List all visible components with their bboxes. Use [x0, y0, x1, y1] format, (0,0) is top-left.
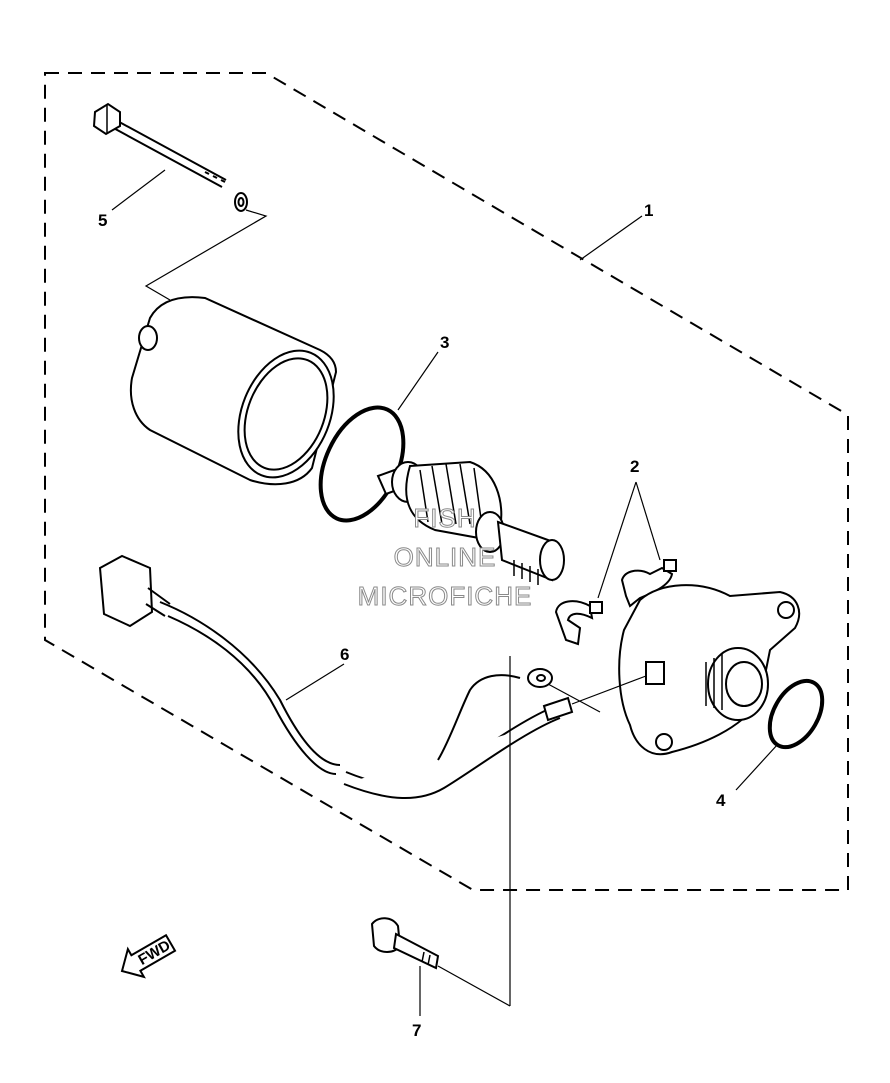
watermark: FISH ONLINE MICROFICHE: [357, 503, 533, 612]
leader-5: [111, 169, 166, 211]
assembly-boundary: [44, 72, 849, 891]
leader-6-cover: [547, 683, 601, 713]
callout-7: 7: [412, 1021, 421, 1040]
fwd-arrow-icon: FWD: [120, 933, 177, 979]
part-yoke-housing: [130, 296, 338, 486]
part-front-cover: [618, 584, 800, 756]
leader-2a: [597, 481, 637, 599]
leader-4: [735, 743, 779, 791]
leader-6: [285, 663, 345, 701]
callout-5: 5: [98, 211, 107, 230]
watermark-line-3: MICROFICHE: [358, 581, 533, 611]
callout-2: 2: [630, 457, 639, 476]
leader-3: [397, 351, 439, 411]
leader-5-wash: [144, 209, 268, 301]
part-5-bolt: [92, 102, 248, 212]
watermark-line-1: FISH: [413, 503, 476, 533]
part-2-brushes: [554, 559, 677, 646]
leader-7-cover: [437, 965, 511, 1007]
callout-1: 1: [644, 201, 653, 220]
part-4-o-ring: [767, 678, 825, 750]
leader-2b: [635, 481, 661, 561]
leader-1: [579, 215, 643, 261]
callout-6: 6: [340, 645, 349, 664]
callout-3: 3: [440, 333, 449, 352]
part-armature: [376, 460, 565, 585]
part-7-screw: [370, 917, 440, 970]
callout-4: 4: [716, 791, 726, 810]
watermark-line-2: ONLINE: [394, 542, 497, 572]
leader-6-wire: [571, 675, 647, 705]
part-6-lead-wire: [98, 554, 574, 800]
